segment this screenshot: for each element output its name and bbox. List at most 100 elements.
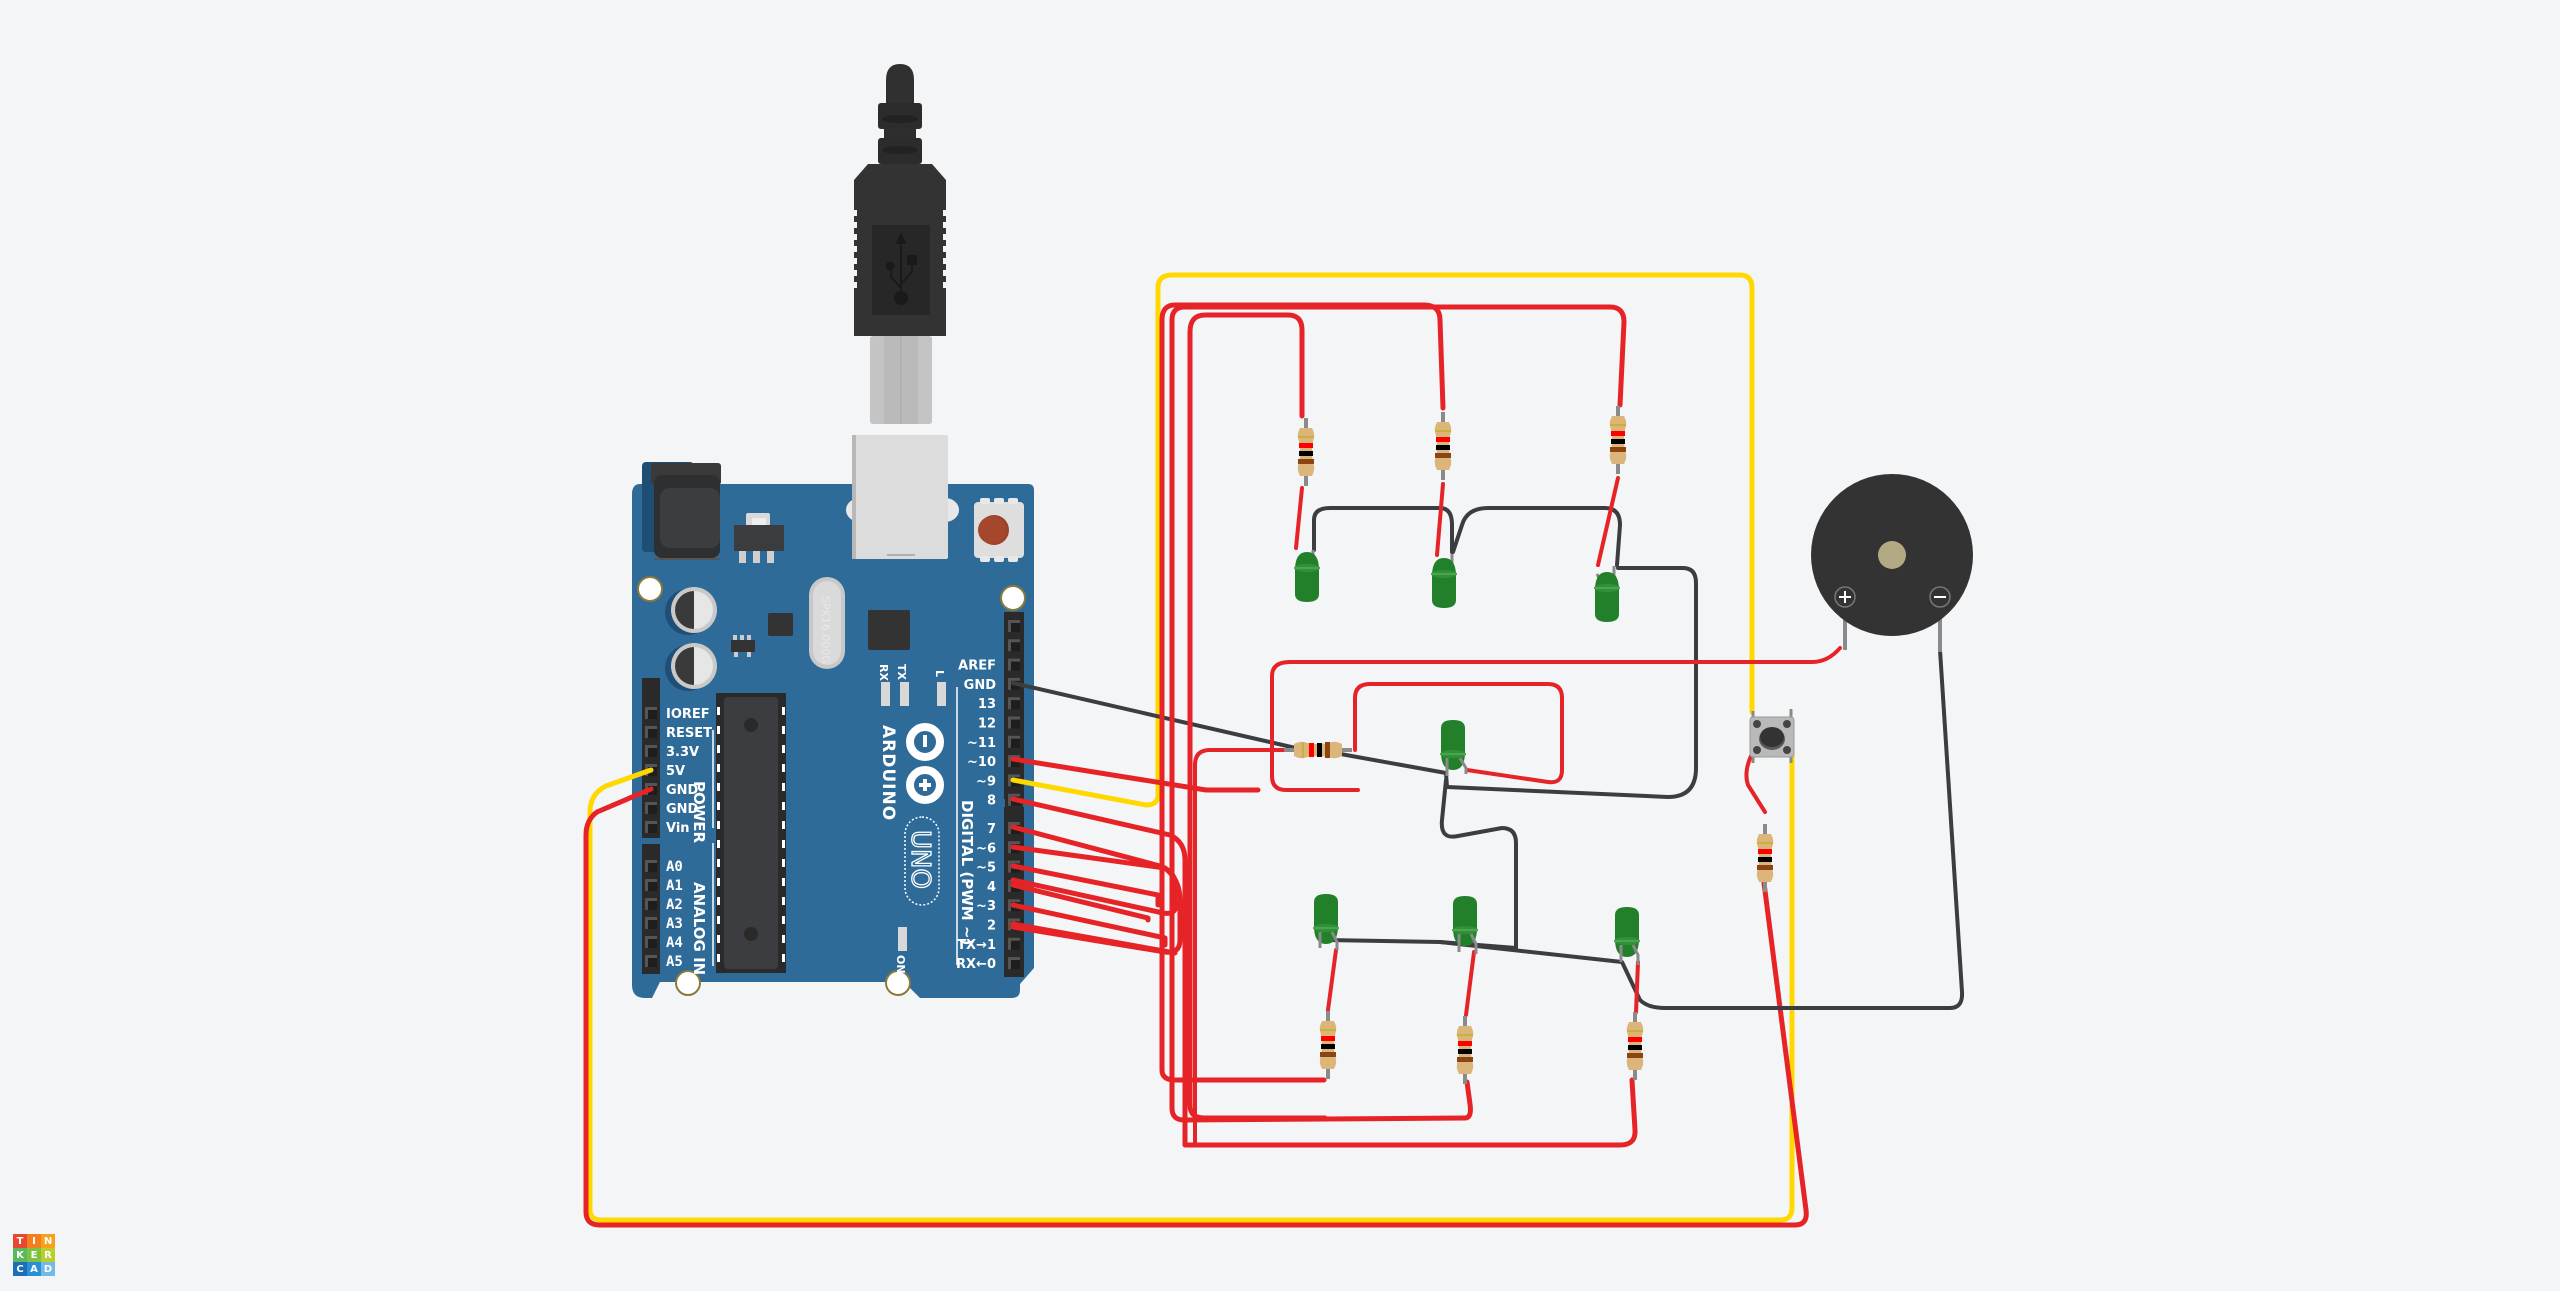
led[interactable] <box>1593 566 1621 623</box>
uno-badge: UNO <box>904 816 940 906</box>
microcontroller-chip <box>716 693 786 973</box>
wire-yellow-pin9[interactable] <box>1010 272 1755 808</box>
analog-section-label: ANALOG IN <box>690 882 708 975</box>
wire-red-pin5[interactable] <box>1010 863 1161 908</box>
wire-red-pin3[interactable] <box>1010 902 1168 948</box>
header-pin[interactable] <box>642 914 660 932</box>
wire-red-led2[interactable] <box>1435 482 1445 557</box>
pin-label: 7 <box>987 822 996 837</box>
resistor[interactable] <box>1295 416 1317 488</box>
pushbutton[interactable] <box>1749 709 1795 763</box>
header-pin[interactable] <box>642 799 660 817</box>
power-section-label: POWER <box>690 781 708 844</box>
arduino-logo: ARDUINO <box>878 723 944 821</box>
header-pin[interactable] <box>1005 934 1023 953</box>
resistor[interactable] <box>1432 410 1454 482</box>
header-pin[interactable] <box>642 952 660 970</box>
header-pin[interactable] <box>642 742 660 760</box>
led-legs <box>1445 757 1468 776</box>
wire-black-led-column[interactable] <box>1324 778 1518 950</box>
wire-black-gnd[interactable] <box>1011 681 1302 751</box>
wire-red-led3[interactable] <box>1596 476 1620 567</box>
wire-red-pin8[interactable] <box>1010 796 1638 1148</box>
pin-label: RX←0 <box>956 957 996 972</box>
led[interactable] <box>1293 550 1321 603</box>
logo-letter: N <box>41 1234 55 1248</box>
pin-label: A1 <box>666 878 683 894</box>
header-pin[interactable] <box>1005 732 1023 751</box>
pin-label: 8 <box>987 794 996 809</box>
pin-label: A5 <box>666 954 683 970</box>
resistor[interactable] <box>1282 739 1354 761</box>
usb-icon <box>885 232 917 305</box>
pin-label: GND <box>964 678 997 693</box>
resistor[interactable] <box>1754 822 1776 894</box>
header-pin[interactable] <box>1005 655 1023 674</box>
arduino-uno-board[interactable]: SPK16.000G RX TX L ON ARDUINO UNO <box>632 435 1034 1000</box>
header-pin[interactable] <box>642 723 660 741</box>
header-pin[interactable] <box>642 857 660 875</box>
wire-black-mid[interactable] <box>1333 566 1698 799</box>
piezo-buzzer[interactable] <box>1811 474 1973 652</box>
usb-cable[interactable] <box>852 64 948 424</box>
wire-red-button[interactable] <box>1744 748 1767 814</box>
on-label: ON <box>894 955 907 974</box>
header-pin[interactable] <box>1005 694 1023 713</box>
capacitor <box>665 643 717 691</box>
resistor[interactable] <box>1607 404 1629 476</box>
wire-red-mid-resistor[interactable] <box>1193 748 1292 1147</box>
pin-label: 5V <box>666 764 685 779</box>
pin-label: A4 <box>666 935 683 951</box>
header-pin[interactable] <box>1005 954 1023 973</box>
wire-black-bottom[interactable] <box>1438 648 1965 1010</box>
header-pin[interactable] <box>1005 617 1023 635</box>
header-pin[interactable] <box>642 818 660 836</box>
reset-button[interactable] <box>974 498 1024 562</box>
led-legs <box>1318 931 1640 965</box>
transistor <box>731 635 755 657</box>
wire-red-led5[interactable] <box>1326 948 1338 1012</box>
wire-red-led7[interactable] <box>1634 960 1640 1014</box>
wire-black-top-2[interactable] <box>1451 506 1622 567</box>
wire-black-top-1[interactable] <box>1312 506 1454 554</box>
wire-red-led6[interactable] <box>1464 950 1476 1017</box>
pin-label: A2 <box>666 897 683 913</box>
tx-label: TX <box>895 664 908 681</box>
wire-red-pin10[interactable] <box>1010 756 1261 793</box>
header-pin[interactable] <box>1005 636 1023 655</box>
buzzer-plus-icon <box>1834 586 1856 608</box>
wire-red-r3[interactable] <box>1169 304 1627 1123</box>
mounting-hole <box>1000 585 1026 611</box>
digital-section-label: DIGITAL (PWM ~) <box>958 800 976 945</box>
brand-label: ARDUINO <box>878 725 898 821</box>
wire-red-gnd[interactable] <box>583 786 1809 1228</box>
pin-label: ~5 <box>976 861 996 876</box>
crystal-oscillator: SPK16.000G <box>809 577 845 669</box>
wire-red-r2[interactable] <box>1159 302 1446 1083</box>
header-pin[interactable] <box>1005 713 1023 732</box>
header-pin[interactable] <box>642 704 660 722</box>
pin-label: IOREF <box>666 707 710 722</box>
logo-letter: D <box>41 1262 55 1276</box>
wire-red-led1[interactable] <box>1294 486 1304 550</box>
crystal-label: SPK16.000G <box>819 596 832 664</box>
wire-red-buzzer[interactable] <box>1270 646 1842 792</box>
resistor[interactable] <box>1624 1010 1646 1082</box>
wire-red-pin2[interactable] <box>1010 921 1178 956</box>
wire-red-pin4[interactable] <box>1010 882 1151 923</box>
pin-label: ~6 <box>976 841 996 856</box>
header-pin[interactable] <box>642 933 660 951</box>
led[interactable] <box>1430 554 1458 609</box>
wire-yellow-5v[interactable] <box>587 745 1795 1223</box>
logo-letter: E <box>27 1248 41 1262</box>
header-pin[interactable] <box>642 876 660 894</box>
pin-label: GND <box>666 783 699 798</box>
resistor[interactable] <box>1317 1009 1339 1081</box>
resistor[interactable] <box>1454 1014 1476 1086</box>
wire-red-mid-led[interactable] <box>1353 682 1564 785</box>
header-pin[interactable] <box>642 895 660 913</box>
pin-label: 2 <box>987 919 996 934</box>
l-label: L <box>933 670 946 677</box>
